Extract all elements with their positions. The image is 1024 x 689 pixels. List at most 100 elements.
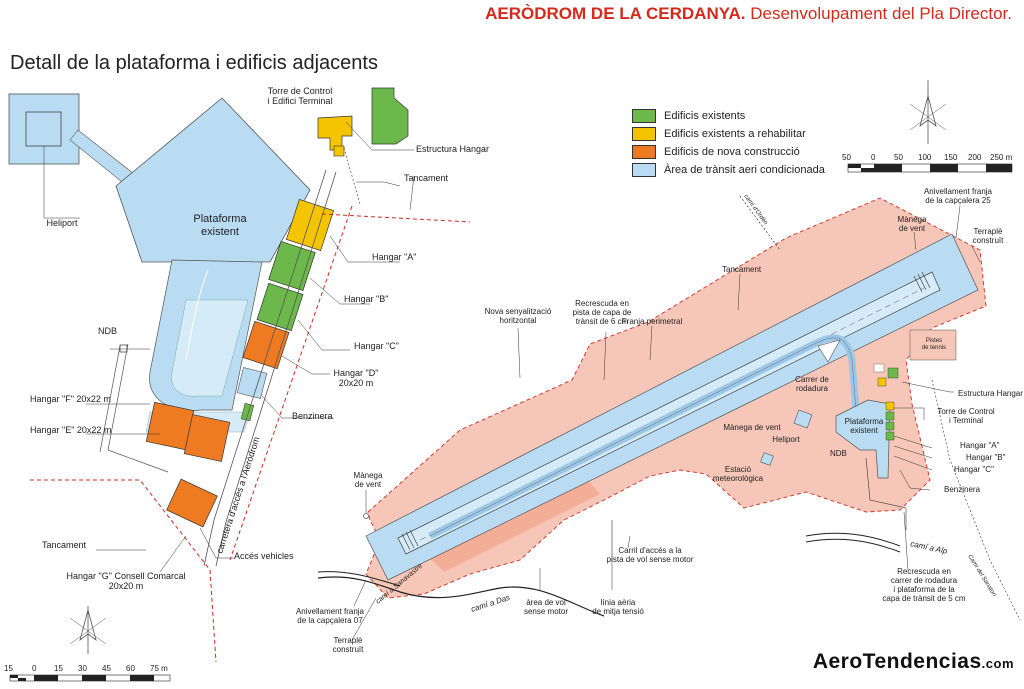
label-structure-left: Estructura Hangar bbox=[416, 144, 489, 154]
label-ndb-right: NDB bbox=[830, 449, 847, 458]
hangar-g-building bbox=[166, 478, 218, 528]
legend-label: Àrea de trànsit aeri condicionada bbox=[664, 164, 825, 176]
north-arrow-right-icon bbox=[909, 80, 947, 144]
label-perimeter-strip: Franja perimetral bbox=[622, 317, 683, 326]
label-structure-right: Estructura Hangar bbox=[958, 389, 1023, 398]
legend-swatch-rehabilitate bbox=[632, 127, 656, 141]
watermark-logo: AeroTendencias.com bbox=[813, 650, 1014, 674]
scale-bar-left bbox=[9, 674, 171, 682]
watermark-suffix: .com bbox=[981, 656, 1014, 671]
legend-item: Edificis existents bbox=[632, 107, 825, 125]
hangar-c-building bbox=[256, 282, 304, 332]
scale-left-label-5: 60 bbox=[126, 664, 135, 673]
legend-label: Edificis existents bbox=[664, 110, 746, 122]
hangar-a-building bbox=[285, 199, 335, 251]
label-hangar-c-left: Hangar "C" bbox=[354, 341, 399, 351]
label-ndb-left: NDB bbox=[98, 326, 117, 336]
label-hangar-b-left: Hangar "B" bbox=[344, 294, 388, 304]
label-hangar-f-left: Hangar "F" 20x22 m bbox=[30, 394, 111, 404]
weather-station bbox=[760, 452, 774, 466]
page-subtitle: Detall de la plataforma i edificis adjac… bbox=[10, 52, 378, 74]
label-heliport-right: Heliport bbox=[772, 435, 800, 444]
scale-left-label-3: 30 bbox=[78, 664, 87, 673]
scale-right-label-4: 150 bbox=[944, 153, 958, 162]
platform-existing-right bbox=[835, 399, 891, 479]
label-hangar-e-left: Hangar "E" 20x22 m bbox=[30, 425, 111, 435]
legend-item: Àrea de trànsit aeri condicionada bbox=[632, 161, 825, 179]
small-building-green bbox=[240, 402, 255, 422]
hangar-e-building bbox=[183, 414, 231, 462]
scale-bar-right bbox=[847, 163, 1013, 173]
glider-area bbox=[430, 478, 600, 572]
scale-left-label-2: 15 bbox=[54, 664, 63, 673]
label-windsock-mid: Mànega de vent bbox=[723, 423, 781, 432]
label-hangar-d-left: Hangar "D"20x20 m bbox=[334, 368, 379, 388]
label-hangar-a-left: Hangar "A" bbox=[372, 252, 416, 262]
hangar-d-building bbox=[242, 320, 290, 370]
label-road-sanatorium: Camí del Sanatori bbox=[966, 554, 997, 598]
scale-right-label-5: 200 bbox=[968, 153, 982, 162]
legend-swatch-new bbox=[632, 145, 656, 159]
legend-item: Edificis existents a rehabilitar bbox=[632, 125, 825, 143]
header-title-bold: AERÒDROM DE LA CERDANYA. bbox=[485, 4, 746, 23]
scale-right-label-1: 0 bbox=[871, 153, 876, 162]
ndb-marker bbox=[119, 344, 128, 353]
label-road-top: camí d'Ordèn bbox=[742, 194, 768, 227]
label-hangar-c-right: Hangar "C" bbox=[954, 465, 994, 474]
scale-left-label-0: 15 bbox=[4, 664, 13, 673]
hangar-b-building bbox=[268, 240, 316, 292]
tennis-courts bbox=[909, 329, 957, 361]
control-tower-building bbox=[317, 115, 353, 151]
watermark-text: AeroTendencias bbox=[812, 650, 982, 673]
label-fence-bottom-left: Tancament bbox=[42, 540, 87, 550]
label-fence-right: Tancament bbox=[722, 265, 762, 274]
label-hangar-b-right: Hangar "B" bbox=[966, 453, 1006, 462]
legend: Edificis existents Edificis existents a … bbox=[632, 107, 825, 179]
label-fuel-left: Benzinera bbox=[292, 411, 333, 421]
label-heliport-left: Heliport bbox=[46, 218, 78, 228]
hangar-structure-building bbox=[371, 87, 409, 145]
heliport-right bbox=[793, 409, 813, 429]
label-hangar-a-right: Hangar "A" bbox=[960, 441, 1000, 450]
scale-right-label-3: 100 bbox=[918, 153, 932, 162]
north-arrow-left-icon bbox=[69, 606, 107, 654]
scale-right-label-0: 50 bbox=[842, 153, 851, 162]
legend-swatch-existing bbox=[632, 109, 656, 123]
label-fence-top-left: Tancament bbox=[404, 173, 449, 183]
label-fuel-right: Benzinera bbox=[944, 485, 981, 494]
header-title-rest: Desenvolupament del Pla Director. bbox=[750, 4, 1012, 23]
legend-label: Edificis de nova construcció bbox=[664, 146, 800, 158]
fuel-station-apron bbox=[236, 367, 268, 399]
label-road-das: camí a Das bbox=[470, 593, 511, 614]
legend-item: Edificis de nova construcció bbox=[632, 143, 825, 161]
scale-left-label-6: 75 m bbox=[150, 664, 168, 673]
legend-label: Edificis existents a rehabilitar bbox=[664, 128, 806, 140]
scale-right-label-2: 50 bbox=[894, 153, 903, 162]
platform-existing bbox=[115, 97, 311, 263]
label-road-alp: camí a Alp bbox=[910, 539, 949, 556]
scale-left-label-4: 45 bbox=[102, 664, 111, 673]
fence-line-top bbox=[321, 213, 471, 223]
legend-swatch-traffic-area bbox=[632, 163, 656, 177]
